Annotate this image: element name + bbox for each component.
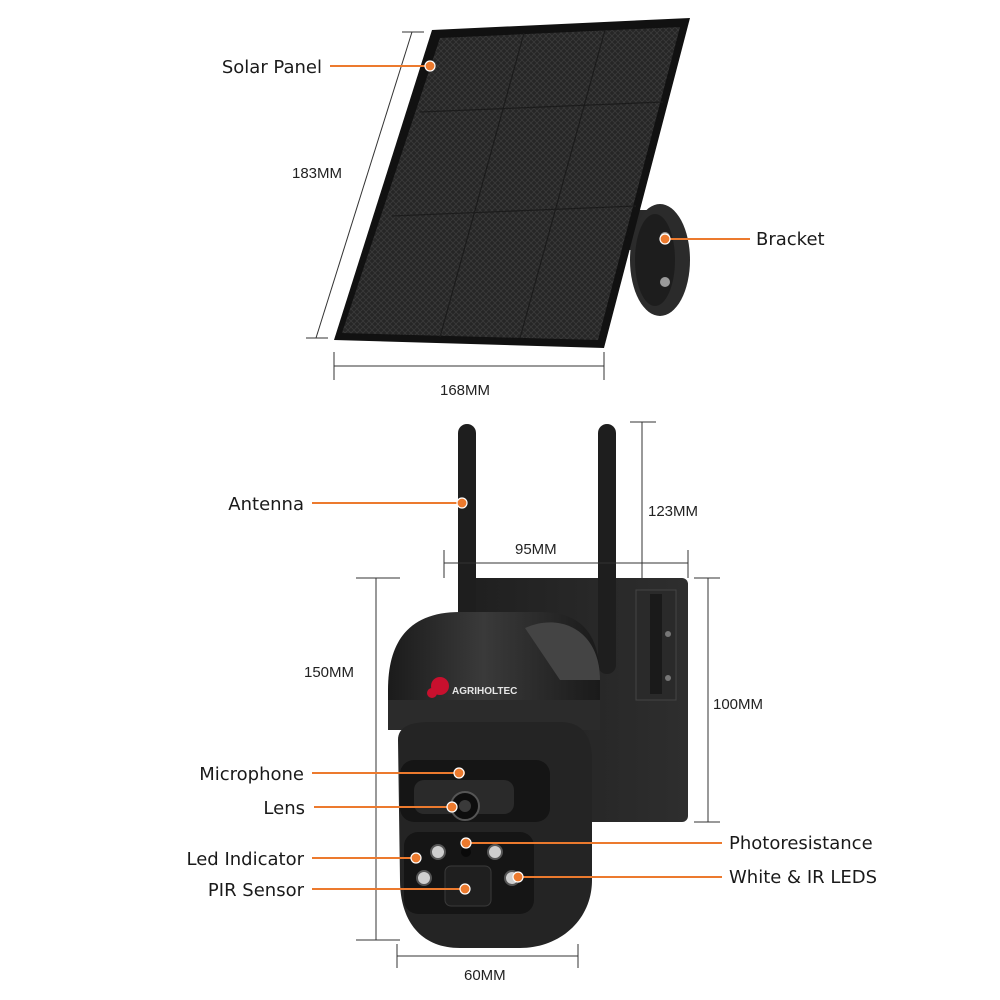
callout-antenna: Antenna <box>228 494 468 515</box>
mount-height-dimension: 100MM <box>694 577 763 823</box>
mount-height-value: 100MM <box>713 696 763 713</box>
panel-height-value: 183MM <box>292 165 342 182</box>
camera-height-value: 150MM <box>304 664 354 681</box>
camera-width-value: 60MM <box>464 967 506 984</box>
camera-height-dimension: 150MM <box>304 577 400 941</box>
antenna-spacing-dimension: 95MM <box>443 541 689 578</box>
left-antenna <box>458 424 476 624</box>
callout-led-indicator: Led Indicator <box>187 849 422 870</box>
callout-pir-sensor: PIR Sensor <box>208 880 471 901</box>
label-white-ir-leds: White & IR LEDS <box>729 867 877 888</box>
callout-white-ir-leds: White & IR LEDS <box>512 867 877 888</box>
antenna-height-value: 123MM <box>648 503 698 520</box>
callout-photoresistance: Photoresistance <box>460 833 873 854</box>
callout-bracket: Bracket <box>659 229 825 250</box>
callout-solar-panel: Solar Panel <box>222 57 436 78</box>
label-lens: Lens <box>263 798 305 819</box>
right-antenna <box>598 424 616 674</box>
callout-lens: Lens <box>263 798 458 819</box>
brand-logo-text: AGRIHOLTEC <box>452 686 517 697</box>
panel-width-value: 168MM <box>440 382 490 399</box>
label-led-indicator: Led Indicator <box>187 849 305 870</box>
antenna-height-dimension: 123MM <box>630 421 698 578</box>
antenna-spacing-value: 95MM <box>515 541 557 558</box>
camera-illustration: AGRIHOLTEC <box>388 424 688 948</box>
label-microphone: Microphone <box>199 764 304 785</box>
callout-microphone: Microphone <box>199 764 465 785</box>
label-bracket: Bracket <box>756 229 825 250</box>
panel-height-dimension: 183MM <box>292 31 424 339</box>
label-photoresistance: Photoresistance <box>729 833 873 854</box>
label-pir-sensor: PIR Sensor <box>208 880 305 901</box>
brand-logo: AGRIHOLTEC <box>427 677 517 698</box>
solar-panel-illustration <box>334 18 690 348</box>
panel-width-dimension: 168MM <box>333 352 605 399</box>
label-antenna: Antenna <box>228 494 304 515</box>
label-solar-panel: Solar Panel <box>222 57 322 78</box>
camera-width-dimension: 60MM <box>396 944 579 984</box>
